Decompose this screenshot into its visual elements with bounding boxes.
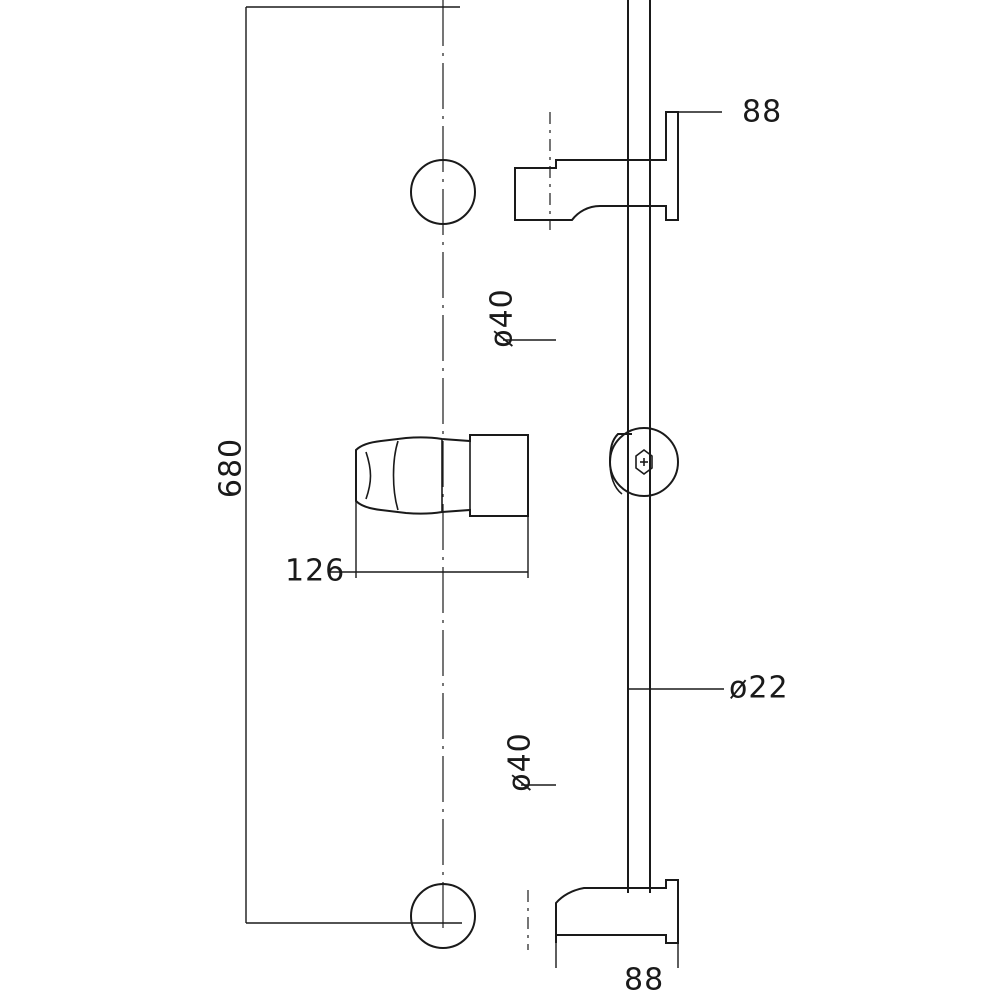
dimension-d40-leaders xyxy=(503,339,556,786)
bottom-wall-bracket xyxy=(527,879,679,950)
dimension-text-126: 126 xyxy=(285,554,345,589)
dimension-text-d40-upper: ø40 xyxy=(485,288,520,348)
upper-bracket-circle xyxy=(410,159,476,225)
lower-bracket-circle xyxy=(410,883,476,949)
dimension-frame xyxy=(245,6,462,924)
slide-rail xyxy=(627,0,651,893)
rail-slider-clamp xyxy=(609,427,679,497)
dimension-text-88-bottom: 88 xyxy=(624,963,664,998)
top-wall-bracket xyxy=(514,111,679,230)
dimension-88-bottom xyxy=(555,943,679,968)
dimension-text-88-top: 88 xyxy=(742,95,782,130)
dimension-text-680: 680 xyxy=(214,438,249,498)
dimension-126 xyxy=(330,501,529,578)
dimension-text-d22: ø22 xyxy=(729,671,789,706)
handset-holder xyxy=(355,434,529,517)
dimension-text-d40-lower: ø40 xyxy=(503,732,538,792)
